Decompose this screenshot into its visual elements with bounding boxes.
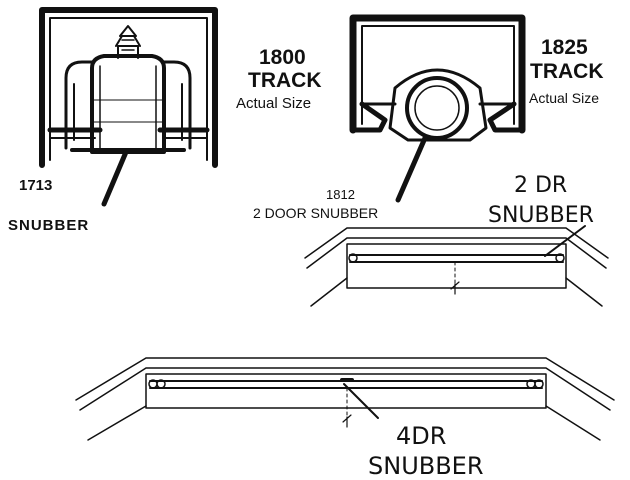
track-1800-number: 1800	[259, 46, 306, 69]
snubber-1812-number: 1812	[326, 187, 355, 202]
track-4dr-installation	[75, 357, 615, 441]
track-1800-caption: Actual Size	[236, 95, 312, 112]
snubber-2dr-line2: SNUBBER	[488, 203, 594, 228]
track-1825-profile	[349, 14, 526, 134]
snubber-2dr-line1: 2 DR	[514, 173, 568, 198]
snubber-1713-leader	[101, 149, 129, 207]
track-1825-word: TRACK	[530, 60, 604, 83]
snubber-1713-word: SNUBBER	[8, 217, 90, 234]
track-1800-profile	[39, 7, 218, 168]
snubber-1713-stud	[115, 25, 141, 59]
track-1800-word: TRACK	[248, 69, 322, 92]
snubber-1713-body	[64, 54, 192, 154]
track-1825-number: 1825	[541, 36, 588, 59]
snubber-4dr-line2: SNUBBER	[368, 452, 484, 480]
track-2dr-installation	[304, 227, 609, 307]
snubber-1812-leader	[395, 135, 428, 203]
snubber-4dr-line1: 4DR	[396, 422, 447, 450]
snubber-1812-desc: 2 DOOR SNUBBER	[253, 205, 379, 221]
snubber-1713-number: 1713	[19, 177, 53, 194]
centerline-marks	[342, 281, 460, 428]
snubber-4dr-leader	[343, 383, 379, 419]
snubber-1812-body	[388, 68, 488, 142]
track-1825-caption: Actual Size	[529, 90, 600, 106]
snubber-2dr-leader	[544, 225, 586, 257]
